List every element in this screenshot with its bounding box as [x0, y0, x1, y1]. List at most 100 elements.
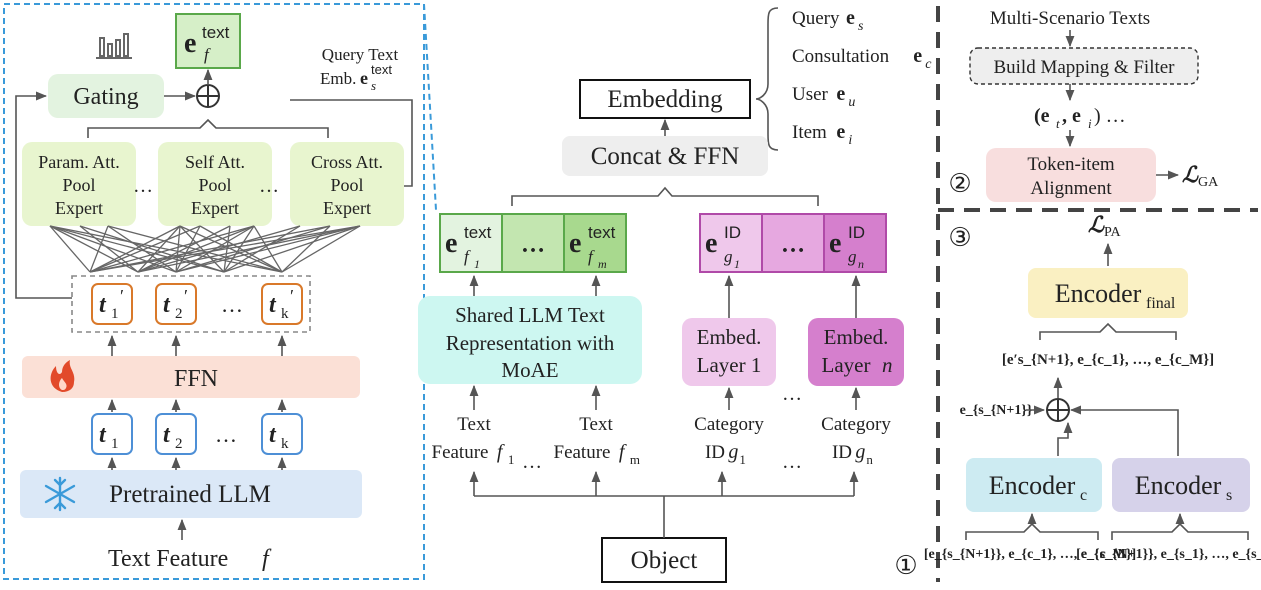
text-emb-row-ellipsis: … — [521, 232, 545, 258]
multi-scenario-title: Multi-Scenario Texts — [990, 8, 1150, 29]
expert-1-line-3: Expert — [55, 198, 103, 218]
pair-end: ) … — [1094, 105, 1126, 127]
expert-box-2 — [158, 142, 272, 226]
text-output-sup: text — [202, 23, 230, 42]
input-ellipsis-2: … — [782, 451, 802, 473]
token-var: t — [163, 422, 171, 448]
gating-label: Gating — [73, 84, 138, 110]
residual-arrow — [15, 91, 72, 299]
expert-3-line-2: Pool — [330, 175, 363, 195]
text-emb-row-base: e — [569, 228, 581, 259]
mesh-line — [49, 225, 177, 273]
id-emb-row-sup: ID — [848, 223, 865, 242]
token-prime-var: t — [163, 292, 171, 318]
brace-item-3: User — [792, 84, 829, 105]
add-operator-icon-2 — [1046, 398, 1070, 422]
ffn-label: FFN — [174, 366, 218, 392]
final-brace — [1039, 322, 1177, 340]
embed-layer-n-line-1: Embed. — [824, 325, 889, 349]
brace-item-sub-s: s — [858, 19, 864, 34]
token-prime-sub-k: k — [281, 306, 289, 322]
encoder-final-sub: final — [1146, 295, 1176, 312]
token-prime-mark: ′ — [184, 286, 188, 306]
id-emb-row-base: e — [829, 228, 841, 259]
encoder-c-sub: c — [1080, 487, 1087, 504]
id-emb-row-sup: ID — [724, 223, 741, 242]
token-var: t — [99, 422, 107, 448]
input-var: f — [262, 546, 272, 572]
query-var-sub: s — [371, 78, 376, 93]
alignment-line-2: Alignment — [1030, 178, 1112, 199]
input-1-line-1: Text — [457, 414, 491, 435]
token-prime-box-2 — [155, 283, 197, 325]
mesh-line — [49, 225, 139, 273]
expert-3-line-3: Expert — [323, 198, 371, 218]
brace-item-sub-c: c — [925, 57, 932, 72]
encoder-s-base: Encoder — [1135, 471, 1222, 500]
embed-layer-1-line-2: Layer 1 — [697, 353, 762, 377]
input-1-line-2: Feature — [432, 442, 489, 463]
input-4-var: g — [855, 441, 865, 463]
token-prime-sub-2: 2 — [175, 306, 183, 322]
mesh-line — [89, 225, 255, 273]
id-emb-row-cell-3 — [823, 213, 887, 273]
expert-1-line-2: Pool — [62, 175, 95, 195]
input-4-sub: n — [866, 452, 873, 467]
expert-1-line-1: Param. Att. — [38, 152, 120, 172]
token-box-k — [261, 413, 303, 455]
mesh-line — [137, 225, 361, 273]
text-emb-row-sub: f — [588, 247, 595, 266]
mesh-line — [89, 225, 109, 273]
mesh-line — [89, 225, 201, 273]
mesh-line — [175, 225, 201, 273]
query-text-label: Query Text — [322, 45, 399, 64]
brace-item-var: e — [913, 45, 922, 67]
llm-label: Pretrained LLM — [109, 481, 271, 508]
token-prime-ellipsis: … — [221, 292, 243, 317]
step-3-badge: ③ — [948, 222, 971, 252]
token-ellipsis: … — [215, 422, 237, 447]
text-emb-row-subsub-1: 1 — [474, 257, 480, 271]
text-output-sub: f — [204, 45, 211, 64]
bar-chart-icon — [96, 33, 132, 59]
embedding-brace — [755, 7, 779, 151]
mapping-box — [969, 47, 1199, 85]
embedding-box — [579, 79, 751, 119]
input-3-sub: 1 — [739, 452, 746, 467]
id-emb-row-subsub-n: n — [858, 257, 864, 271]
side-label-text: e_{s_{N+1}} — [960, 403, 1033, 418]
fire-icon — [50, 360, 75, 392]
expert-2-line-1: Self Att. — [185, 152, 245, 172]
input-label: Text Feature — [108, 546, 228, 572]
loss-pa-sub: PA — [1104, 225, 1122, 240]
token-box-2 — [155, 413, 197, 455]
pair-mid: , e — [1062, 105, 1081, 127]
loss-pa-base: ℒ — [1088, 212, 1105, 237]
text-emb-row-subsub-m: m — [598, 257, 607, 271]
shared-llm-box — [418, 296, 642, 384]
step-2-badge: ② — [948, 168, 971, 198]
concat-brace — [511, 186, 819, 206]
token-sub-1: 1 — [111, 436, 119, 452]
object-box — [601, 537, 727, 583]
text-emb-row-sub: f — [464, 247, 471, 266]
text-emb-row-cell-3 — [563, 213, 627, 273]
expert-box-3 — [290, 142, 404, 226]
mesh-line — [49, 225, 91, 273]
input-1-sub: 1 — [508, 452, 515, 467]
embed-layer-n-box — [808, 318, 904, 386]
add-operator-icon — [196, 84, 220, 108]
embed-layer-1-line-1: Embed. — [697, 325, 762, 349]
shared-llm-line-3: MoAE — [501, 358, 558, 382]
embedding-label: Embedding — [607, 86, 723, 113]
mesh-line — [179, 225, 225, 273]
enc-c-brace — [965, 522, 1099, 540]
loss-ga-base: ℒ — [1182, 162, 1199, 187]
id-emb-row-sub: g — [848, 247, 857, 266]
mesh-line — [223, 225, 255, 273]
